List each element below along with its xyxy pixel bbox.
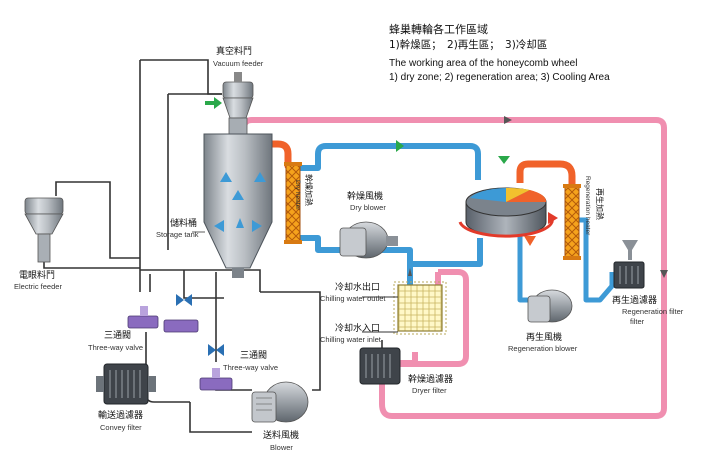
- label-storage-tank-en: Storage tank: [156, 230, 199, 239]
- label-dry-heater-zh: 幹燥加熱: [304, 174, 314, 206]
- regen-out-arrow-icon: [524, 236, 536, 246]
- label-regeneration-blower-en: Regeneration blower: [508, 344, 578, 353]
- honeycomb-wheel: [465, 187, 547, 237]
- conveying-blower: [251, 381, 309, 423]
- regeneration-loop-pipe: [241, 117, 667, 419]
- label-three-way-valve-2-zh: 三通閥: [240, 350, 267, 361]
- regeneration-filter: [613, 240, 645, 289]
- dry-loop-pipe: [298, 143, 483, 285]
- title-en-zones: 1) dry zone; 2) regeneration area; 3) Co…: [389, 72, 610, 83]
- label-three-way-valve-1-en: Three-way valve: [88, 343, 143, 352]
- convey-filter: [96, 363, 156, 405]
- vacuum-feeder: [222, 72, 254, 119]
- cooling-coil: [393, 281, 447, 335]
- flow-arrow-green-icon: [205, 97, 222, 109]
- shutoff-valve-icons: [176, 294, 224, 356]
- label-chilling-water-outlet-zh: 冷却水出口: [335, 281, 380, 293]
- title-zh-heading: 蜂巢轉輪各工作區域: [389, 22, 488, 36]
- tank-airflow-icons: [214, 172, 266, 232]
- label-regeneration-filter-zh: 再生過濾器: [612, 294, 657, 306]
- label-three-way-valve-2-en: Three-way valve: [223, 363, 278, 372]
- label-regeneration-heater-en: Regeneration heater: [584, 176, 591, 236]
- label-regeneration-filter-en-2: filter: [630, 317, 645, 326]
- regeneration-blower: [527, 289, 573, 323]
- label-vacuum-feeder-zh: 真空料鬥: [216, 45, 252, 57]
- wheel-rotation-arrowhead-icon: [548, 212, 558, 224]
- label-dry-heater-en: Dry heater: [294, 180, 301, 211]
- label-convey-filter-zh: 輸送過濾器: [98, 409, 143, 421]
- regeneration-heater: [563, 184, 581, 260]
- electric-feeder: [24, 197, 64, 263]
- label-chilling-water-inlet-zh: 冷却水入口: [335, 322, 380, 334]
- pipe-direction-arrow-icons: [408, 116, 668, 278]
- dry-blower: [339, 221, 398, 259]
- label-regeneration-heater-zh: 再生加熱: [595, 188, 605, 220]
- label-dryer-filter-zh: 幹燥過濾器: [408, 373, 453, 385]
- dry-heater: [284, 162, 302, 244]
- storage-tank: [203, 117, 273, 278]
- label-blower-zh: 送料風機: [263, 429, 299, 441]
- label-storage-tank-zh: 儲料桶: [170, 217, 197, 229]
- label-dry-blower-en: Dry blower: [350, 203, 386, 212]
- label-dry-blower-zh: 幹燥風機: [347, 190, 383, 202]
- three-way-valve-2: [199, 368, 233, 391]
- label-three-way-valve-1-zh: 三通閥: [104, 330, 131, 341]
- label-vacuum-feeder-en: Vacuum feeder: [213, 59, 264, 68]
- three-way-valve-1: [127, 306, 159, 329]
- conveying-lines: [43, 59, 321, 433]
- loop-flow-arrow-icons: [396, 140, 510, 164]
- label-regeneration-blower-zh: 再生風機: [526, 331, 562, 343]
- title-en-heading: The working area of the honeycomb wheel: [389, 58, 577, 69]
- label-dryer-filter-en: Dryer filter: [412, 386, 447, 395]
- title-zh-zones: 1)幹燥區； 2)再生區； 3)冷却區: [389, 38, 547, 51]
- label-chilling-water-inlet-en: Chilling water inlet: [320, 335, 382, 344]
- label-blower-en: Blower: [270, 443, 293, 452]
- dryer-filter: [359, 347, 401, 385]
- label-chilling-water-outlet-en: Chilling water outlet: [320, 294, 386, 303]
- wheel-rotation-arrow-icon: [458, 217, 554, 238]
- label-electric-feeder-zh: 電眼料鬥: [19, 269, 55, 281]
- label-regeneration-filter-en: Regeneration filter: [622, 307, 684, 316]
- label-electric-feeder-en: Electric feeder: [14, 282, 62, 291]
- label-convey-filter-en: Convey filter: [100, 423, 142, 432]
- three-way-valve-mid: [163, 319, 199, 333]
